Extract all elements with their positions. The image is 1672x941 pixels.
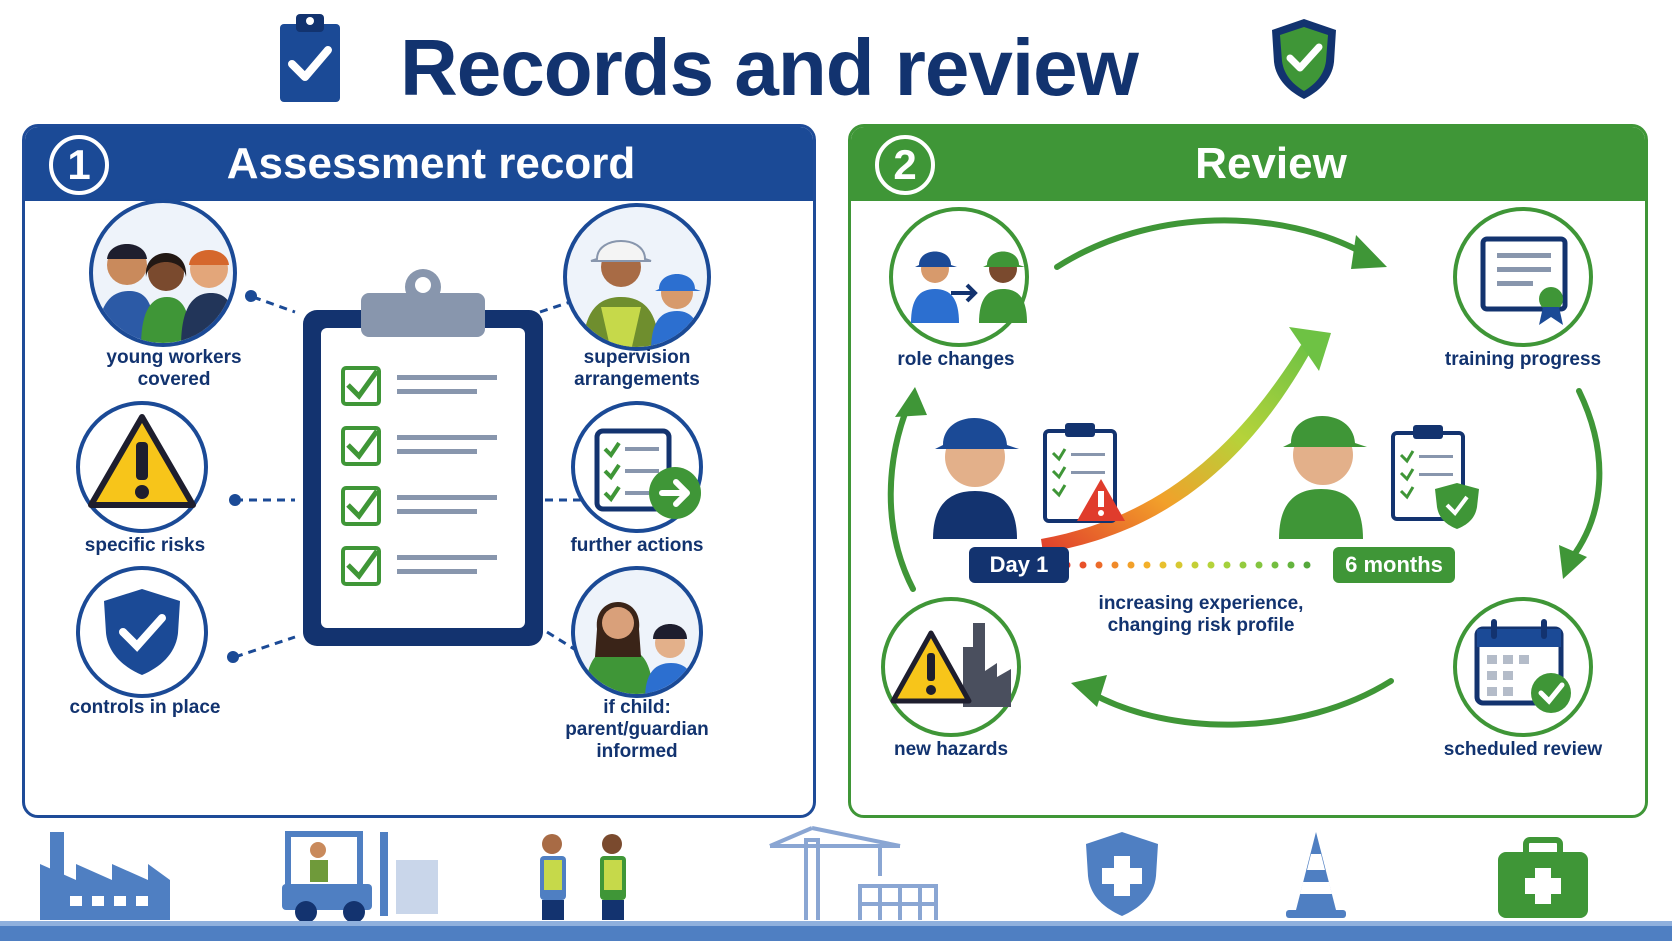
- title-row: Records and review: [0, 0, 1672, 118]
- assessment-record-header: 1 Assessment record: [25, 127, 813, 201]
- risk-curve-arrow: [1041, 327, 1331, 553]
- label-role-changes: role changes: [897, 349, 1015, 370]
- cycle-arrow-right: [1568, 388, 1603, 562]
- review-header: 2 Review: [851, 127, 1645, 201]
- timeline-dots: [1063, 561, 1311, 569]
- workers-talking-icon: [540, 834, 626, 920]
- label-parent-guardian: if child: parent/guardian informed: [565, 697, 709, 762]
- label-new-hazards: new hazards: [893, 739, 1009, 760]
- page-title: Records and review: [400, 23, 1139, 112]
- role-change-icon: [889, 207, 1029, 347]
- timeline-caption: increasing experience, changing risk pro…: [1098, 593, 1304, 636]
- assessment-record-title: Assessment record: [226, 139, 636, 188]
- step-number-badge: 1: [49, 135, 109, 195]
- shield-cross-icon: [1086, 832, 1158, 916]
- review-panel: 2 Review: [848, 124, 1648, 818]
- shield-check-icon: [1272, 19, 1336, 99]
- warning-triangle-icon: [76, 401, 208, 533]
- traffic-cone-icon: [1286, 832, 1346, 918]
- first-aid-kit-icon: [1498, 837, 1588, 918]
- parent-child-icon: [571, 566, 703, 698]
- cycle-arrow-left: [887, 400, 916, 592]
- certificate-icon: [1453, 207, 1593, 347]
- label-specific-risks: specific risks: [84, 535, 206, 556]
- clipboard-check-icon: [280, 14, 340, 102]
- day-one-worker-icon: [933, 418, 1019, 539]
- timeline-start-pill: Day 1: [969, 547, 1069, 583]
- assessment-record-panel: 1 Assessment record: [22, 124, 816, 818]
- construction-crane-icon: [769, 826, 938, 920]
- footer-icon-strip: [40, 826, 1588, 923]
- cycle-arrow-top: [1054, 217, 1370, 270]
- review-title: Review: [1195, 139, 1347, 188]
- young-workers-icon: [89, 199, 237, 347]
- six-months-worker-icon: [1279, 416, 1367, 539]
- clipboard-warning-icon: [1043, 423, 1125, 523]
- label-controls-in-place: controls in place: [69, 697, 221, 718]
- clipboard-shield-icon: [1391, 425, 1479, 529]
- forklift-icon: [282, 831, 438, 923]
- factory-icon: [40, 832, 170, 920]
- hazard-factory-icon: [881, 597, 1021, 737]
- cycle-arrow-bottom: [1088, 678, 1394, 728]
- review-illustration: [881, 207, 1603, 737]
- step-number-badge: 2: [875, 135, 935, 195]
- label-supervision: supervision arrangements: [574, 347, 700, 390]
- timeline-end-pill: 6 months: [1333, 547, 1455, 583]
- assessment-illustration: [76, 199, 711, 698]
- label-further-actions: further actions: [570, 535, 704, 556]
- clipboard-checklist-icon: [303, 269, 543, 646]
- shield-check-icon: [76, 566, 208, 698]
- supervisor-icon: [563, 203, 711, 351]
- label-training-progress: training progress: [1444, 349, 1602, 370]
- calendar-check-icon: [1453, 597, 1593, 737]
- label-scheduled-review: scheduled review: [1443, 739, 1603, 760]
- checklist-arrow-icon: [571, 401, 703, 533]
- label-young-workers: young workers covered: [106, 347, 242, 390]
- footer-ground-bar: [0, 921, 1672, 941]
